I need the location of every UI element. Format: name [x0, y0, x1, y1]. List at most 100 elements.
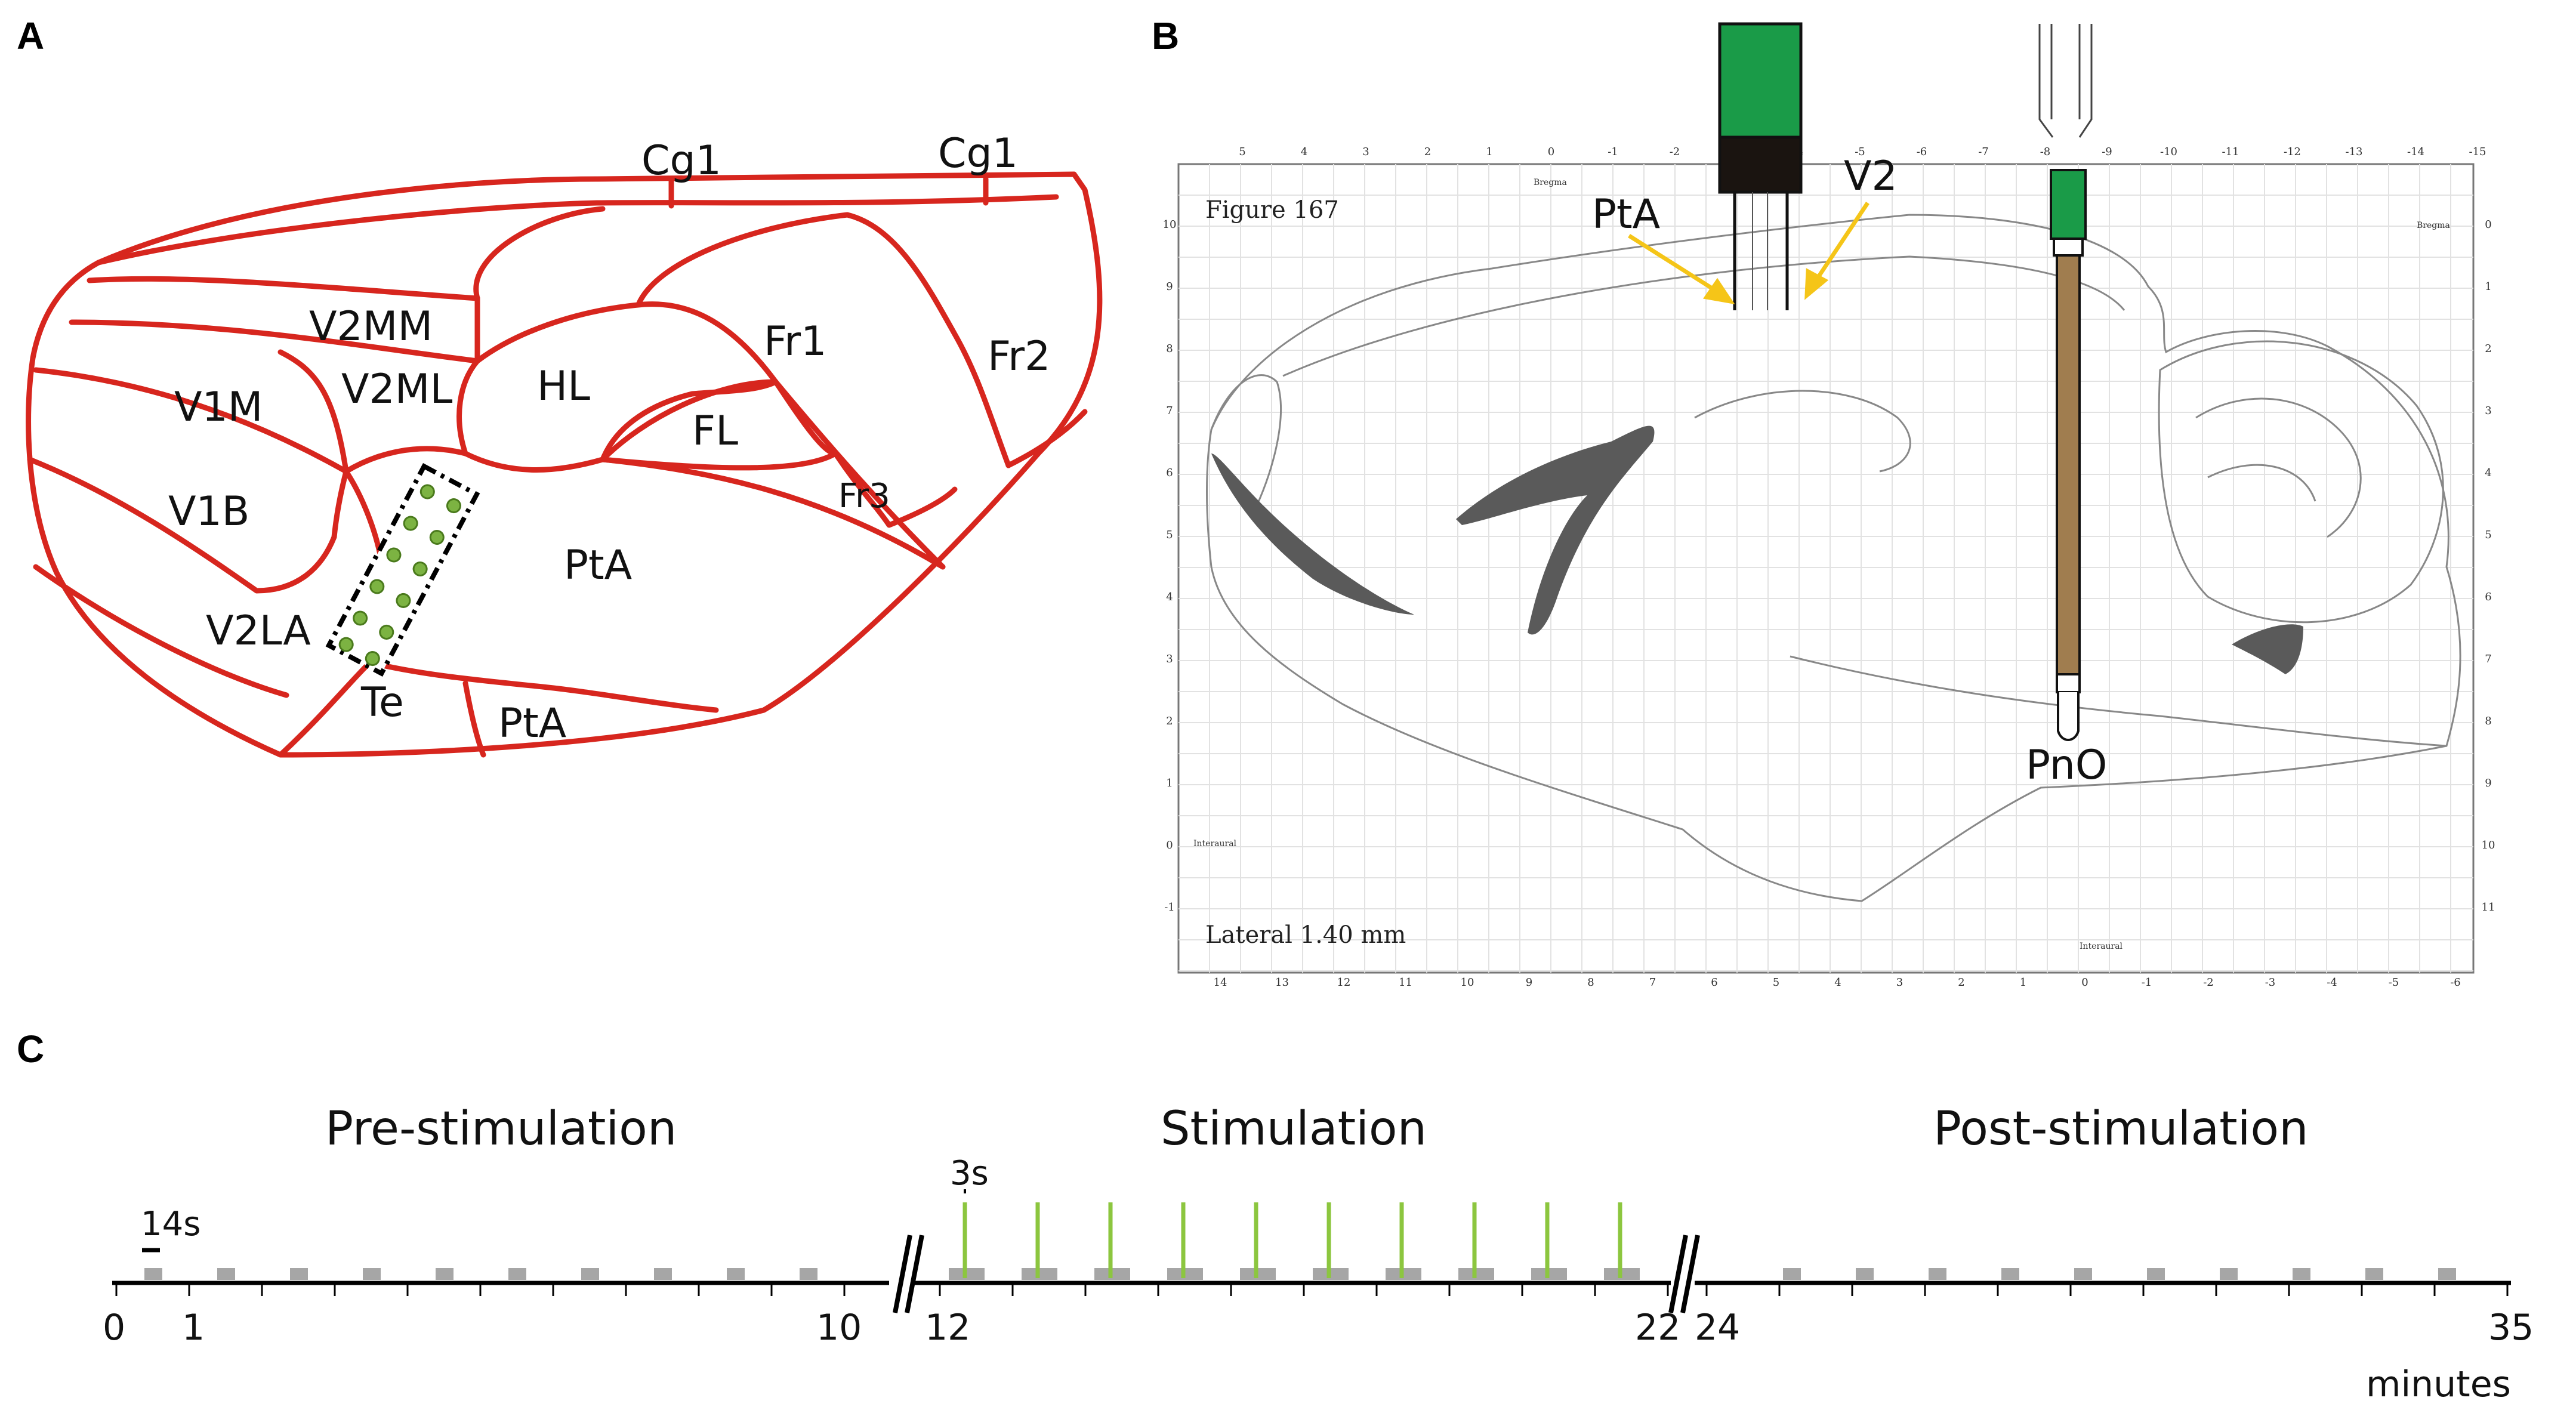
- atlas-left-tick: 7: [1166, 405, 1173, 417]
- lateral-ventricle: [1456, 425, 1655, 635]
- pre-block: [581, 1268, 599, 1280]
- pno-probe-tip-band: [2056, 673, 2081, 693]
- v1m-v2ml-curve: [277, 349, 349, 474]
- atlas-right-tick: 11: [2482, 901, 2495, 914]
- phase-stimulation: Stimulation: [1161, 1102, 1427, 1156]
- atlas-right-tick: 1: [2485, 280, 2491, 293]
- stim-duration-label: 3s: [950, 1154, 989, 1193]
- cg1-border: [95, 194, 1059, 266]
- atlas-left-tick: 8: [1166, 343, 1173, 355]
- electrode-array: [325, 463, 480, 677]
- atlas-top-tick: 5: [1239, 146, 1245, 158]
- atlas-left-tick: 4: [1166, 591, 1173, 603]
- fr1-border: [773, 379, 946, 570]
- atlas-top-tick: -2: [1670, 146, 1680, 158]
- atlas-right-tick: 4: [2485, 467, 2491, 479]
- post-block: [2365, 1268, 2383, 1280]
- atlas-top-tick: -7: [1978, 146, 1989, 158]
- phase-post-stimulation: Post-stimulation: [1933, 1102, 2309, 1156]
- atlas-bottom-tick: 1: [2020, 976, 2026, 989]
- atlas-top-scale: 543210-1-2-3-4-5-6-7-8-9-10-11-12-13-14-…: [1239, 146, 2486, 158]
- tick-0: 0: [103, 1307, 125, 1349]
- label-v1b: V1B: [168, 488, 249, 535]
- stim-block: [1185, 1268, 1203, 1280]
- atlas-right-tick: 3: [2485, 405, 2491, 417]
- atlas-right-tick: 6: [2485, 591, 2491, 603]
- label-fr2: Fr2: [988, 333, 1050, 380]
- pre-block: [508, 1268, 526, 1280]
- fr1-top-curve: [635, 212, 1011, 468]
- v2la-outer: [33, 564, 289, 698]
- electrode-dot: [396, 593, 411, 608]
- label-pta-atlas: PtA: [1592, 191, 1660, 238]
- cerebellum-folia-2: [2207, 464, 2316, 502]
- atlas-right-tick: 7: [2485, 653, 2491, 665]
- axis-unit-label: minutes: [2366, 1363, 2511, 1405]
- atlas-bottom-tick: 12: [1337, 976, 1351, 989]
- panel-letter-b: B: [1152, 14, 1179, 57]
- te-right: [462, 680, 486, 758]
- tick-24: 24: [1695, 1307, 1740, 1349]
- v1m-v1b-border: [33, 367, 468, 474]
- post-block: [2293, 1268, 2310, 1280]
- label-pta-main: PtA: [564, 542, 632, 589]
- atlas-top-tick: -8: [2040, 146, 2051, 158]
- post-block: [2220, 1268, 2238, 1280]
- post-block: [1856, 1268, 1874, 1280]
- v2-arrow-head: [1804, 268, 1829, 300]
- stim-block: [1240, 1268, 1258, 1280]
- pre-block: [144, 1268, 162, 1280]
- stim-block: [1167, 1268, 1185, 1280]
- timeline: Pre-stimulation Stimulation Post-stimula…: [103, 1102, 2534, 1405]
- pulse-width-label-one: 1: [141, 1205, 162, 1244]
- pta-arrow-head: [1703, 277, 1735, 304]
- atlas-top-tick: 1: [1486, 146, 1492, 158]
- label-fl: FL: [692, 408, 738, 455]
- pre-block: [363, 1268, 381, 1280]
- stim-block: [1258, 1268, 1276, 1280]
- cortex-outline: [26, 171, 1103, 758]
- label-pno-atlas: PnO: [2026, 742, 2107, 789]
- atlas-panel: 543210-1-2-3-4-5-6-7-8-9-10-11-12-13-14-…: [1163, 22, 2495, 989]
- atlas-bottom-tick: 4: [1834, 976, 1841, 989]
- cortical-labels: Cg1 Cg1 V2MM V2ML V1M V1B V2LA HL Fr1 Fr…: [168, 130, 1050, 747]
- atlas-top-tick: -14: [2407, 146, 2424, 158]
- atlas-bottom-tick: -3: [2265, 976, 2276, 989]
- electrode-dot: [419, 484, 435, 499]
- ventricles: [1211, 425, 2303, 674]
- pno-probe-tip: [2057, 692, 2080, 741]
- atlas-lateral-label: Lateral 1.40 mm: [1205, 921, 1406, 949]
- timeline-minor-ticks: [115, 1283, 2509, 1296]
- atlas-right-tick: 9: [2485, 777, 2491, 789]
- atlas-left-tick: 1: [1166, 777, 1173, 789]
- fr2-lower: [1005, 409, 1088, 468]
- v2-arrow-line: [1812, 202, 1869, 285]
- pre-block: [727, 1268, 745, 1280]
- panel-letter-c: C: [17, 1028, 44, 1071]
- atlas-top-tick: -13: [2346, 146, 2363, 158]
- post-block: [2001, 1268, 2019, 1280]
- post-block: [1783, 1268, 1801, 1280]
- label-fr3: Fr3: [838, 477, 890, 516]
- atlas-top-tick: -12: [2284, 146, 2301, 158]
- v1m-top-border: [69, 319, 480, 364]
- fr3-outline: [832, 451, 958, 528]
- atlas-top-tick: -10: [2160, 146, 2177, 158]
- atlas-bottom-tick: -5: [2389, 976, 2399, 989]
- stim-block: [1386, 1268, 1403, 1280]
- post-block: [2438, 1268, 2456, 1280]
- te-left: [277, 659, 373, 758]
- label-cg1-right: Cg1: [938, 130, 1018, 177]
- pulse-width-label: 14s: [141, 1205, 200, 1244]
- atlas-bottom-tick: 7: [1649, 976, 1656, 989]
- v1b-lower-border: [27, 456, 349, 594]
- cerebellum-folia-1: [2195, 397, 2362, 538]
- stim-block: [967, 1268, 985, 1280]
- electrode-dot: [446, 498, 461, 514]
- electrode-dot: [353, 610, 368, 626]
- label-v2ml: V2ML: [341, 366, 452, 413]
- stim-block: [1604, 1268, 1622, 1280]
- atlas-bottom-tick: 11: [1399, 976, 1412, 989]
- pre-block: [654, 1268, 672, 1280]
